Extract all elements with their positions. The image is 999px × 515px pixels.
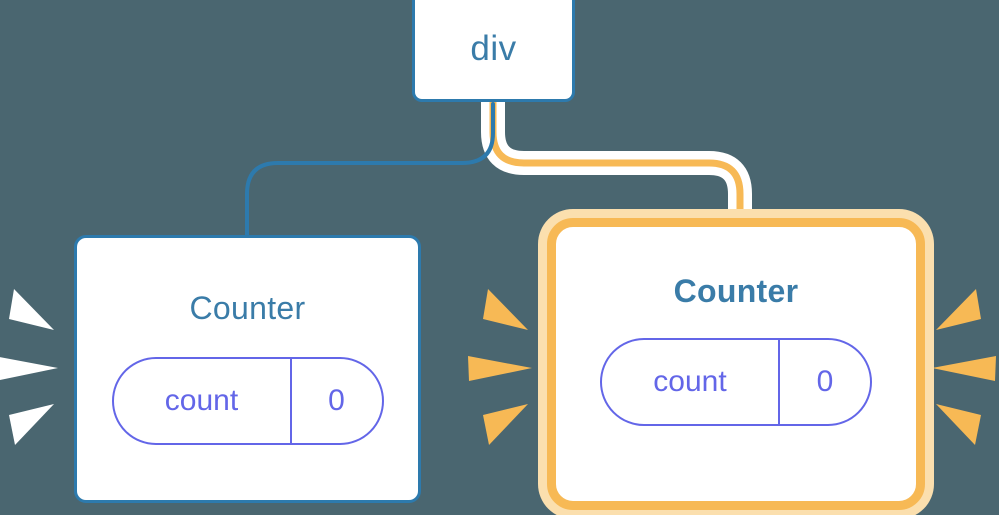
sparkle-burst-icon [928,282,998,452]
edge-root-to-counter-right [489,96,744,232]
node-div-label: div [470,29,517,68]
state-key-label: count [602,340,780,424]
edge-root-to-counter-left [245,102,495,242]
node-div[interactable]: div [412,0,575,102]
node-counter-right-title: Counter [673,273,799,309]
node-counter-right[interactable]: Counter count 0 [547,218,925,510]
sparkle-burst-icon [0,282,62,452]
sparkle-burst-icon [466,282,536,452]
node-counter-left-title: Counter [189,290,306,326]
state-value-label: 0 [328,384,345,417]
state-capsule-right[interactable]: count 0 [600,338,872,426]
node-counter-left[interactable]: Counter count 0 [74,235,421,503]
state-key-label: count [114,359,292,443]
state-value-label: 0 [816,365,834,398]
state-capsule-left[interactable]: count 0 [111,357,384,445]
